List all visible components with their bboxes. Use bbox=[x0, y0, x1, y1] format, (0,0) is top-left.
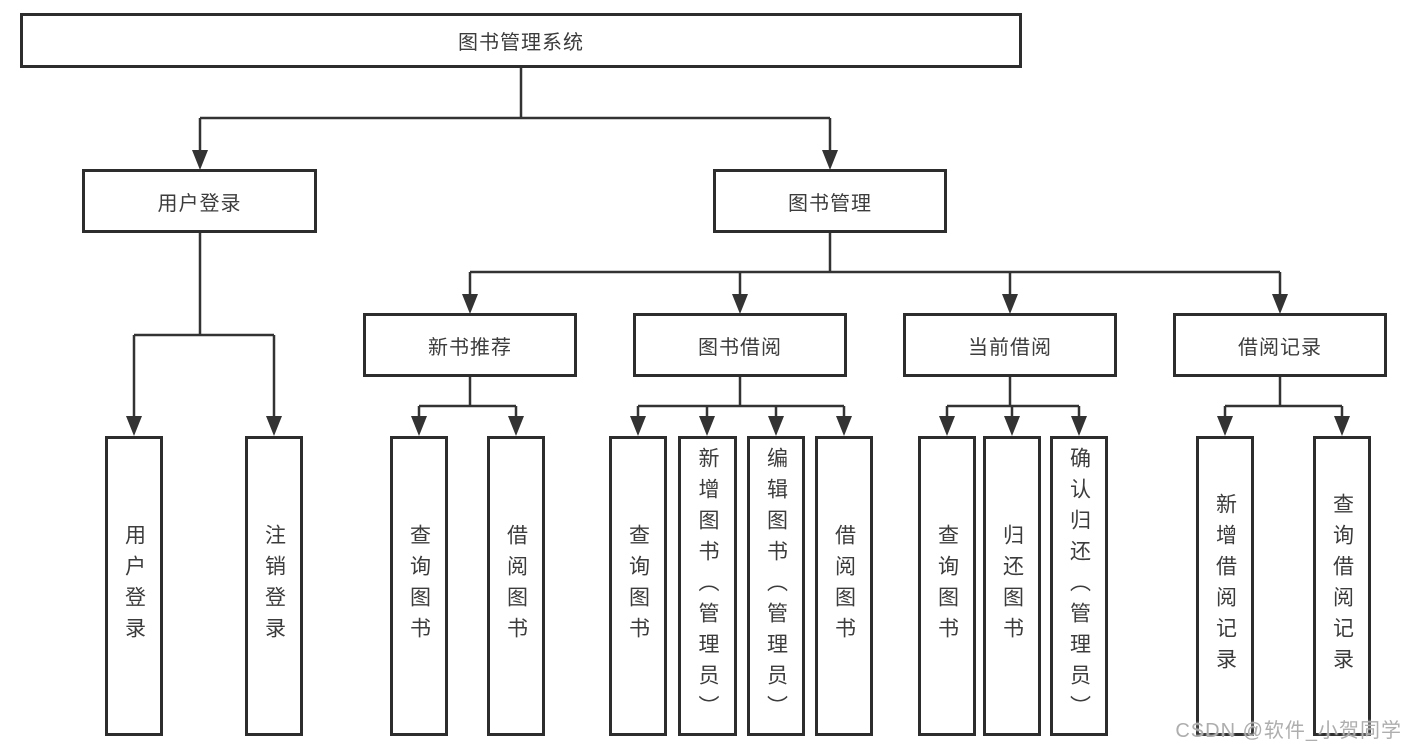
node-current-borrowing: 当前借阅 bbox=[903, 313, 1117, 377]
arrowhead-icon bbox=[508, 416, 524, 436]
leaf-label: 注销登录 bbox=[262, 524, 286, 648]
arrowhead-icon bbox=[630, 416, 646, 436]
leaf-label: 新增借阅记录 bbox=[1213, 493, 1237, 679]
node-book-management: 图书管理 bbox=[713, 169, 947, 233]
leaf-label: 查询图书 bbox=[626, 524, 650, 648]
leaf-borrow-books: 借阅图书 bbox=[815, 436, 873, 736]
node-label: 用户登录 bbox=[157, 192, 242, 215]
leaf-query-books: 查询图书 bbox=[390, 436, 448, 736]
node-label: 借阅记录 bbox=[1238, 336, 1322, 359]
arrowhead-icon bbox=[1217, 416, 1233, 436]
node-label: 图书管理 bbox=[788, 192, 872, 215]
leaf-query-borrow-record: 查询借阅记录 bbox=[1313, 436, 1371, 736]
arrowhead-icon bbox=[836, 416, 852, 436]
leaf-label: 查询图书 bbox=[407, 524, 431, 648]
leaf-borrow-books: 借阅图书 bbox=[487, 436, 545, 736]
node-label: 新书推荐 bbox=[428, 336, 512, 359]
node-user-login: 用户登录 bbox=[82, 169, 317, 233]
leaf-label: 确认归还（管理员） bbox=[1067, 446, 1091, 726]
leaf-label: 编辑图书（管理员） bbox=[764, 446, 788, 726]
leaf-label: 新增图书（管理员） bbox=[696, 446, 719, 726]
leaf-confirm-return-admin: 确认归还（管理员） bbox=[1050, 436, 1108, 736]
leaf-label: 归还图书 bbox=[1000, 524, 1024, 648]
node-root-library-system: 图书管理系统 bbox=[20, 13, 1022, 68]
arrowhead-icon bbox=[126, 416, 142, 436]
arrowhead-icon bbox=[266, 416, 282, 436]
leaf-query-books: 查询图书 bbox=[609, 436, 667, 736]
node-label: 图书管理系统 bbox=[458, 32, 584, 54]
csdn-watermark: CSDN @软件_小贺同学 bbox=[1175, 720, 1402, 742]
arrowhead-icon bbox=[732, 294, 748, 314]
node-label: 当前借阅 bbox=[968, 336, 1052, 359]
arrowhead-icon bbox=[1334, 416, 1350, 436]
node-borrowing-records: 借阅记录 bbox=[1173, 313, 1387, 377]
leaf-add-borrow-record: 新增借阅记录 bbox=[1196, 436, 1254, 736]
arrowhead-icon bbox=[1071, 416, 1087, 436]
leaf-label: 借阅图书 bbox=[504, 524, 528, 648]
node-book-borrowing: 图书借阅 bbox=[633, 313, 847, 377]
node-label: 图书借阅 bbox=[698, 336, 782, 359]
arrowhead-icon bbox=[768, 416, 784, 436]
arrowhead-icon bbox=[1004, 416, 1020, 436]
leaf-label: 用户登录 bbox=[122, 524, 146, 648]
arrowhead-icon bbox=[1002, 294, 1018, 314]
arrowhead-icon bbox=[699, 416, 715, 436]
arrowhead-icon bbox=[462, 294, 478, 314]
arrowhead-icon bbox=[939, 416, 955, 436]
leaf-label: 借阅图书 bbox=[832, 524, 856, 648]
arrowhead-icon bbox=[822, 150, 838, 170]
arrowhead-icon bbox=[411, 416, 427, 436]
leaf-edit-books-admin: 编辑图书（管理员） bbox=[747, 436, 805, 736]
leaf-add-books-admin: 新增图书（管理员） bbox=[678, 436, 737, 736]
leaf-label: 查询借阅记录 bbox=[1330, 493, 1354, 679]
arrowhead-icon bbox=[192, 150, 208, 170]
arrowhead-icon bbox=[1272, 294, 1288, 314]
leaf-logout: 注销登录 bbox=[245, 436, 303, 736]
node-new-book-recommendation: 新书推荐 bbox=[363, 313, 577, 377]
leaf-label: 查询图书 bbox=[935, 524, 959, 648]
leaf-return-books: 归还图书 bbox=[983, 436, 1041, 736]
leaf-query-books: 查询图书 bbox=[918, 436, 976, 736]
leaf-user-login: 用户登录 bbox=[105, 436, 163, 736]
